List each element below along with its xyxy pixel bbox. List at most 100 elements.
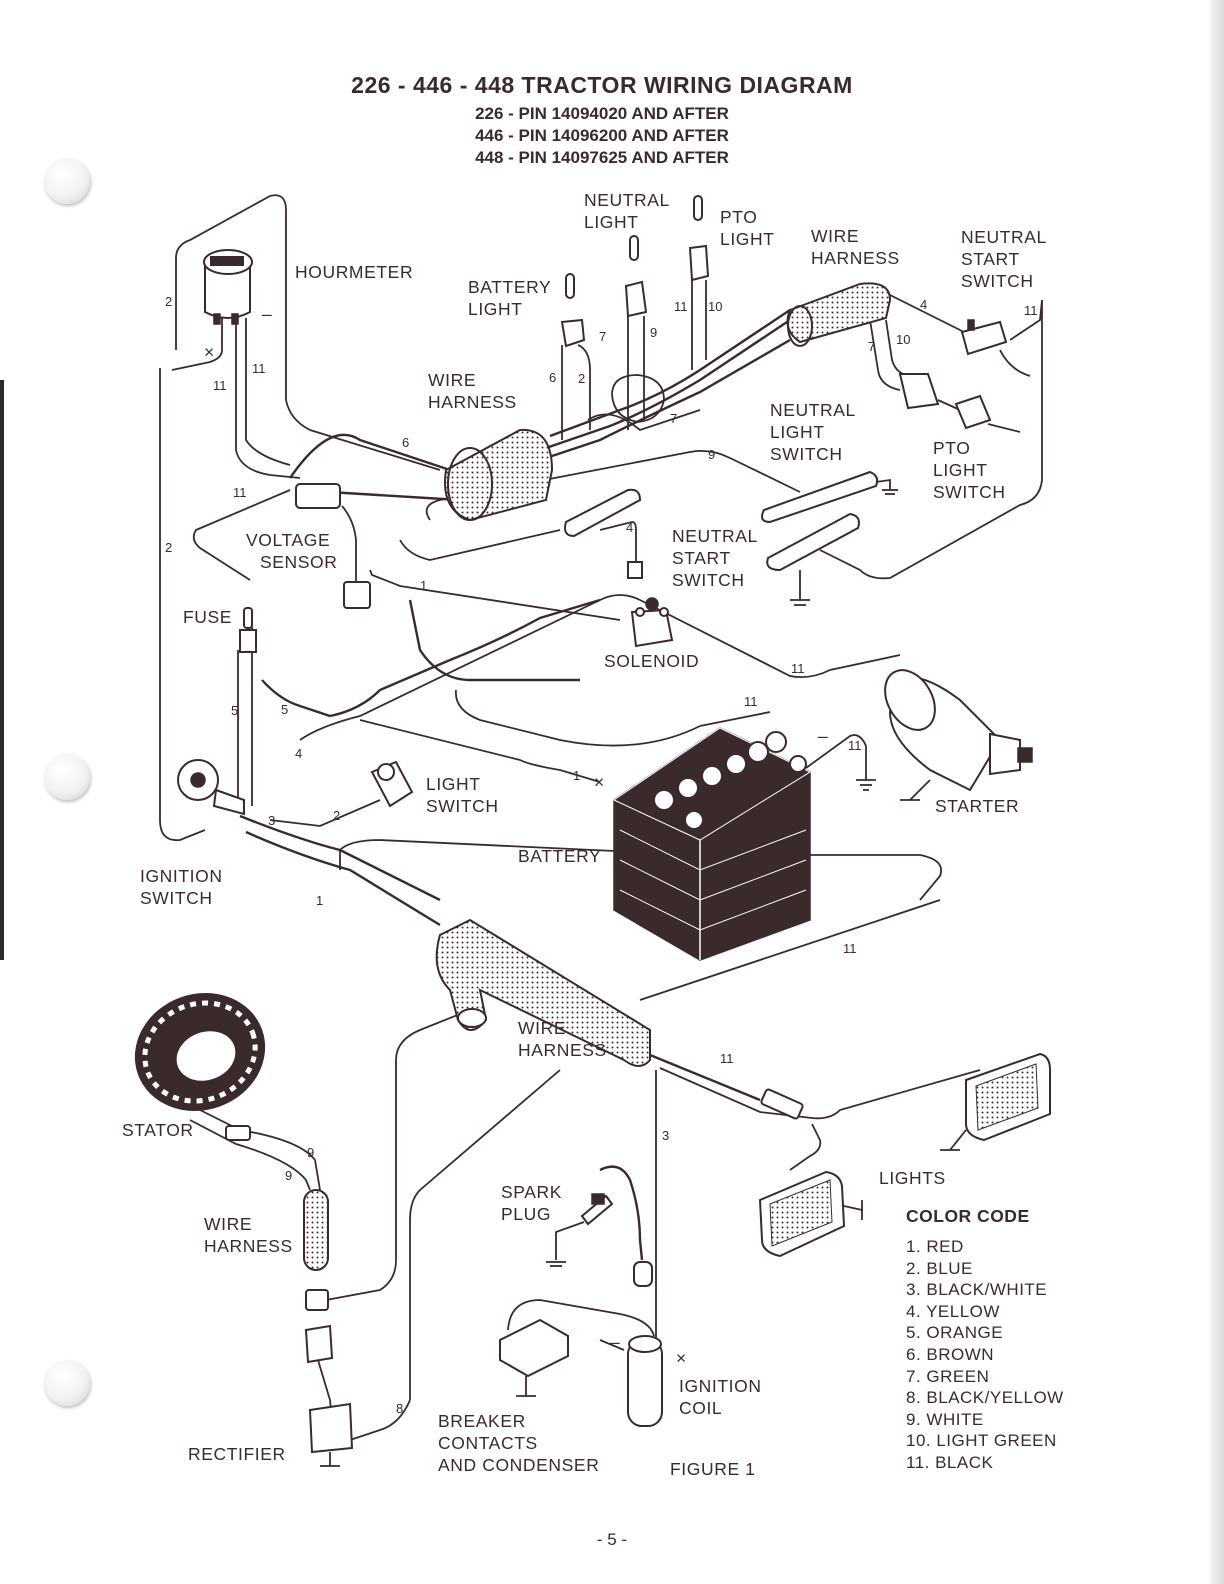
label-ignition-coil-2: COIL	[679, 1398, 722, 1418]
battery-light-icon	[560, 273, 586, 348]
marker-dash: –	[610, 1332, 620, 1352]
label-wire-harness-bottom-2: HARNESS	[518, 1040, 607, 1060]
label-pto-light-2: LIGHT	[720, 229, 775, 249]
wire-number: 11	[213, 378, 227, 393]
label-light-switch-1: LIGHT	[426, 774, 481, 794]
color-code-item: 4. YELLOW	[906, 1301, 1000, 1321]
label-fuse: FUSE	[183, 607, 232, 627]
label-light-switch-2: SWITCH	[426, 796, 499, 816]
color-code-list: 1. RED 2. BLUE 3. BLACK/WHITE 4. YELLOW …	[906, 1236, 1064, 1474]
wire-number: 11	[843, 941, 857, 956]
color-code-item: 9. WHITE	[906, 1409, 984, 1429]
label-wire-harness-left-2: HARNESS	[204, 1236, 293, 1256]
harness-tubes	[303, 282, 892, 1271]
label-wire-harness-left-1: WIRE	[204, 1214, 252, 1234]
breaker-contacts-icon	[499, 1318, 569, 1397]
wire-number: 9	[650, 325, 657, 340]
spark-lead-cap-icon	[633, 1261, 653, 1287]
label-voltage-sensor-1: VOLTAGE	[246, 530, 330, 550]
label-wire-harness-bottom-1: WIRE	[518, 1018, 566, 1038]
neutral-start-switch-top-icon	[960, 319, 1008, 356]
wire-number: 11	[848, 738, 862, 753]
label-voltage-sensor-2: SENSOR	[260, 552, 338, 572]
subtitle-448: 448 - PIN 14097625 AND AFTER	[475, 148, 729, 167]
components: × × × – – –	[134, 195, 1051, 1467]
binding-edge	[0, 380, 4, 960]
label-pto-light-1: PTO	[720, 207, 757, 227]
label-spark-plug-1: SPARK	[501, 1182, 562, 1202]
wire-number: 9	[708, 447, 715, 462]
label-hourmeter: HOURMETER	[295, 262, 413, 282]
label-neutral-light-switch-2: LIGHT	[770, 422, 825, 442]
color-code-item: 1. RED	[906, 1237, 964, 1256]
stator-icon	[134, 993, 266, 1141]
wire-number: 10	[708, 299, 722, 314]
color-code-item: 10. LIGHT GREEN	[906, 1431, 1057, 1451]
neutral-start-switch-mid-icon	[766, 512, 860, 606]
diagram-title: 226 - 446 - 448 TRACTOR WIRING DIAGRAM	[351, 72, 853, 98]
label-solenoid: SOLENOID	[604, 651, 699, 671]
color-code-item: 11. BLACK	[906, 1452, 994, 1472]
page-number: - 5 -	[596, 1530, 628, 1549]
label-ignition-coil-1: IGNITION	[679, 1376, 762, 1396]
rectifier-icon	[304, 1289, 354, 1467]
headlight-left-icon	[758, 1170, 863, 1258]
headlight-right-icon	[940, 1052, 1051, 1151]
color-code-item: 7. GREEN	[906, 1366, 990, 1386]
wire-number: 7	[868, 339, 875, 354]
label-breaker-2: CONTACTS	[438, 1433, 538, 1453]
label-pto-light-switch-2: LIGHT	[933, 460, 988, 480]
color-code-legend: COLOR CODE 1. RED 2. BLUE 3. BLACK/WHITE…	[906, 1206, 1064, 1474]
marker-x: ×	[594, 772, 605, 792]
pto-light-switch-icon	[898, 373, 992, 430]
wire-number: 1	[573, 768, 580, 783]
wire-number: 2	[333, 808, 340, 823]
label-pto-light-switch-3: SWITCH	[933, 482, 1006, 502]
color-code-item: 8. BLACK/YELLOW	[906, 1388, 1064, 1408]
subtitle-226: 226 - PIN 14094020 AND AFTER	[475, 104, 729, 123]
label-neutral-light-1: NEUTRAL	[584, 190, 670, 210]
wire-number: 4	[920, 297, 927, 312]
label-ignition-switch-1: IGNITION	[140, 866, 223, 886]
lights-connector-icon	[760, 1088, 804, 1120]
battery-icon	[612, 727, 812, 961]
ignition-switch-icon	[177, 759, 245, 816]
light-switch-icon	[370, 760, 414, 808]
wire-number: 2	[165, 294, 172, 309]
marker-x: ×	[676, 1348, 687, 1368]
pto-light-icon	[688, 195, 710, 282]
wire-number: 7	[670, 411, 677, 426]
wire-number: 5	[231, 703, 238, 718]
marker-dash: –	[262, 304, 272, 324]
wire-number: 6	[402, 435, 409, 450]
label-neutral-light-switch-3: SWITCH	[770, 444, 843, 464]
punch-hole	[44, 754, 90, 800]
label-breaker-3: AND CONDENSER	[438, 1455, 599, 1475]
wire-number: 2	[578, 371, 585, 386]
page-edge	[1210, 0, 1224, 1584]
wire-number: 11	[252, 361, 266, 376]
wire-number: 5	[281, 702, 288, 717]
color-code-item: 3. BLACK/WHITE	[906, 1280, 1048, 1300]
label-breaker-1: BREAKER	[438, 1411, 526, 1431]
wire-number: 11	[720, 1051, 734, 1066]
neutral-light-icon	[624, 235, 648, 318]
wire-number: 4	[295, 746, 302, 761]
label-neutral-start-mid-2: START	[672, 548, 731, 568]
label-stator: STATOR	[122, 1120, 194, 1140]
color-code-item: 5. ORANGE	[906, 1323, 1004, 1343]
ignition-coil-icon	[627, 1335, 663, 1427]
label-spark-plug-2: PLUG	[501, 1204, 551, 1224]
wire-number: 11	[674, 299, 688, 314]
label-pto-light-switch-1: PTO	[933, 438, 970, 458]
solenoid-icon	[630, 597, 674, 648]
wire-number: 9	[307, 1145, 314, 1160]
color-code-item: 6. BROWN	[906, 1344, 995, 1364]
label-neutral-start-top-3: SWITCH	[961, 271, 1034, 291]
marker-x: ×	[204, 342, 215, 362]
label-figure: FIGURE 1	[670, 1459, 756, 1479]
subtitle-446: 446 - PIN 14096200 AND AFTER	[475, 126, 729, 145]
color-code-title: COLOR CODE	[906, 1206, 1030, 1226]
wire-number: 4	[626, 520, 633, 535]
